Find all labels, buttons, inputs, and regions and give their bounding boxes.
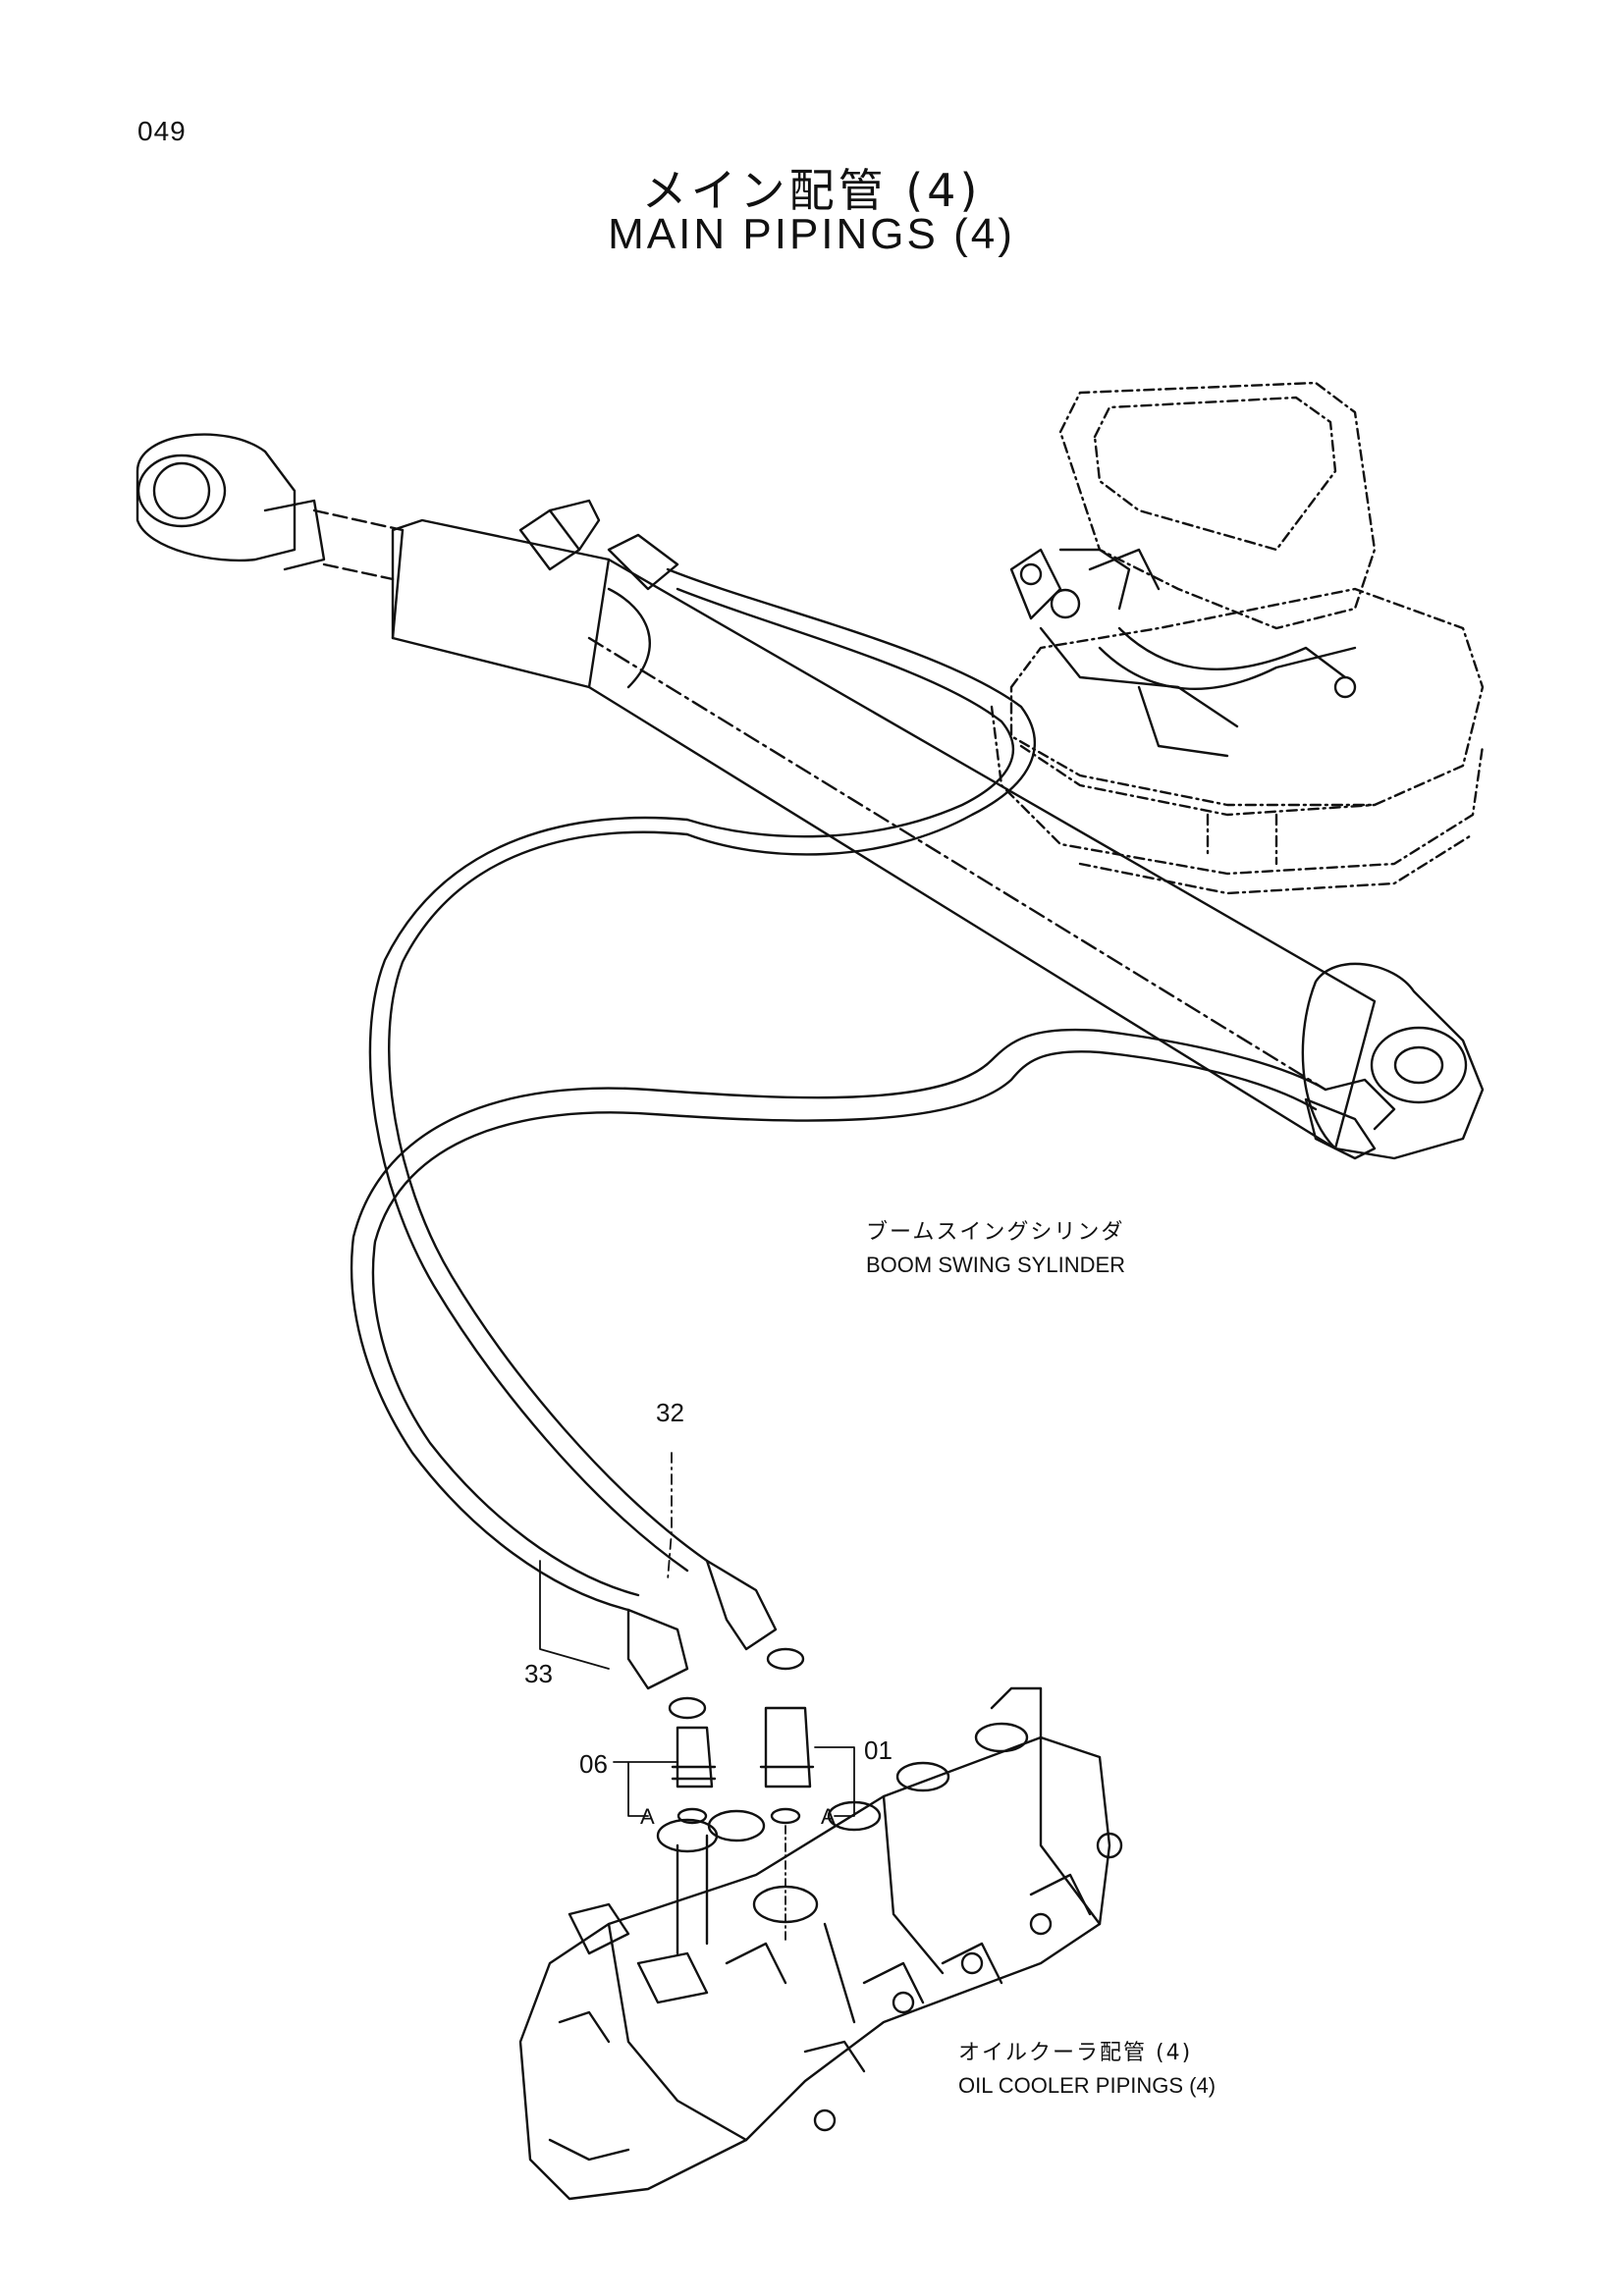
boom-swing-cylinder-illustration bbox=[135, 433, 1485, 1160]
page-number: 049 bbox=[137, 116, 187, 146]
part-number-32: 32 bbox=[656, 1398, 684, 1427]
section-mark-a-right: A bbox=[821, 1804, 836, 1829]
oil-cooler-label-en: OIL COOLER PIPINGS (4) bbox=[958, 2073, 1217, 2098]
control-valve-illustration bbox=[518, 1686, 1123, 2201]
oil-cooler-label-jp: オイルクーラ配管 (4) bbox=[958, 2041, 1193, 2065]
boom-swing-label-jp: ブームスイングシリンダ bbox=[866, 1220, 1125, 1245]
leader-lines bbox=[539, 1452, 855, 1945]
hose-lines-illustration bbox=[350, 567, 1377, 1720]
part-number-01: 01 bbox=[864, 1735, 893, 1765]
title-english: MAIN PIPINGS (4) bbox=[608, 210, 1015, 258]
part-number-06: 06 bbox=[579, 1749, 608, 1779]
section-mark-a-left: A bbox=[640, 1804, 655, 1829]
part-number-33: 33 bbox=[524, 1659, 553, 1688]
boom-swing-label-en: BOOM SWING SYLINDER bbox=[866, 1253, 1126, 1277]
machine-body-illustration bbox=[990, 381, 1485, 895]
title-japanese: メイン配管 (4) bbox=[641, 164, 982, 217]
machine-linkage-illustration bbox=[1009, 548, 1357, 758]
adapter-fittings-illustration bbox=[671, 1706, 815, 1825]
